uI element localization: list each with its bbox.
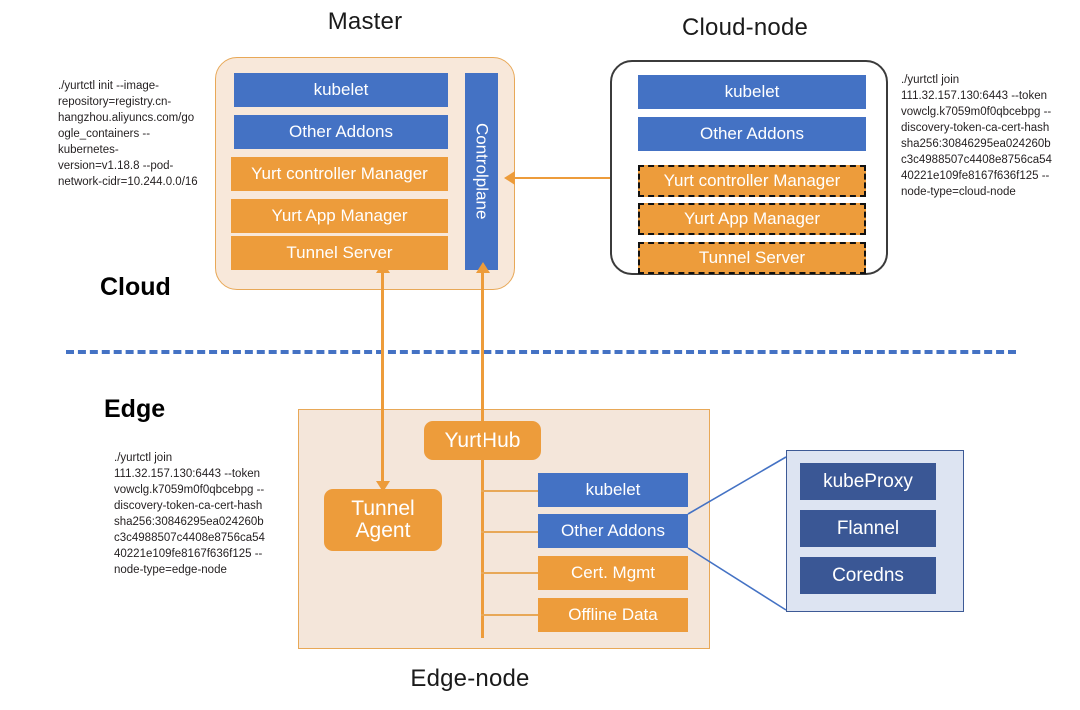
yurthub-to-controlplane-arrowhead [476,262,490,273]
master-controlplane-label: Controlplane [472,123,492,220]
cloud-node-component-kubelet[interactable]: kubelet [638,75,866,109]
master-controlplane[interactable]: Controlplane [465,73,498,270]
cloud-node-to-master-arrowhead [504,171,515,185]
edge-node-tunnel-agent[interactable]: Tunnel Agent [324,489,442,551]
tunnel-connector-arrow-down [376,481,390,492]
yurthub-spoke-kubelet [481,490,538,492]
edge-node-title: Edge-node [410,665,530,692]
cloud-node-component-other-addons[interactable]: Other Addons [638,117,866,151]
tunnel-connector-line [381,272,384,490]
tunnel-agent-label-line1: Tunnel [351,497,415,520]
edge-node-component-cert-mgmt[interactable]: Cert. Mgmt [538,556,688,590]
cloud-node-to-master-connector [515,177,610,179]
master-component-yurt-controller-manager[interactable]: Yurt controller Manager [231,157,448,191]
tunnel-connector-arrow-up [376,262,390,273]
yurthub-spoke-cert-mgmt [481,572,538,574]
edge-node-component-offline-data[interactable]: Offline Data [538,598,688,632]
tunnel-agent-label-line2: Agent [355,519,411,542]
addons-detail-item-flannel[interactable]: Flannel [800,510,936,547]
addons-detail-item-kubeproxy[interactable]: kubeProxy [800,463,936,500]
yurthub-spoke-other-addons [481,531,538,533]
cloud-node-join-command: ./yurtctl join 111.32.157.130:6443 --tok… [901,74,1053,198]
edge-node-component-other-addons[interactable]: Other Addons [538,514,688,548]
master-component-tunnel-server[interactable]: Tunnel Server [231,236,448,270]
zone-label-cloud: Cloud [100,273,171,301]
cloud-node-title: Cloud-node [681,14,809,41]
yurthub-spoke-offline-data [481,614,538,616]
zone-label-edge: Edge [104,395,166,423]
cloud-node-component-tunnel-server[interactable]: Tunnel Server [638,242,866,274]
master-init-command: ./yurtctl init --image-repository=regist… [58,80,198,188]
master-component-other-addons[interactable]: Other Addons [234,115,448,149]
cloud-node-component-yurt-app-manager[interactable]: Yurt App Manager [638,203,866,235]
master-title: Master [327,8,403,35]
cloud-edge-divider [66,350,1016,354]
edge-node-component-kubelet[interactable]: kubelet [538,473,688,507]
yurthub-spine [481,455,484,638]
edge-node-join-command: ./yurtctl join 111.32.157.130:6443 --tok… [114,452,266,576]
addons-detail-item-coredns[interactable]: Coredns [800,557,936,594]
yurthub-to-controlplane-line [481,272,484,462]
master-component-kubelet[interactable]: kubelet [234,73,448,107]
master-component-yurt-app-manager[interactable]: Yurt App Manager [231,199,448,233]
cloud-node-component-yurt-controller-manager[interactable]: Yurt controller Manager [638,165,866,197]
